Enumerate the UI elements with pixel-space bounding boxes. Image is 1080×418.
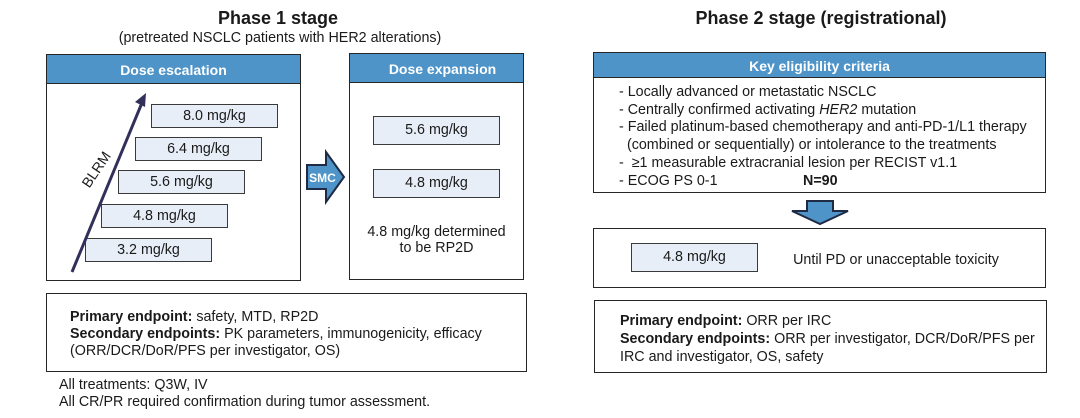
- svg-text:SMC: SMC: [309, 171, 336, 185]
